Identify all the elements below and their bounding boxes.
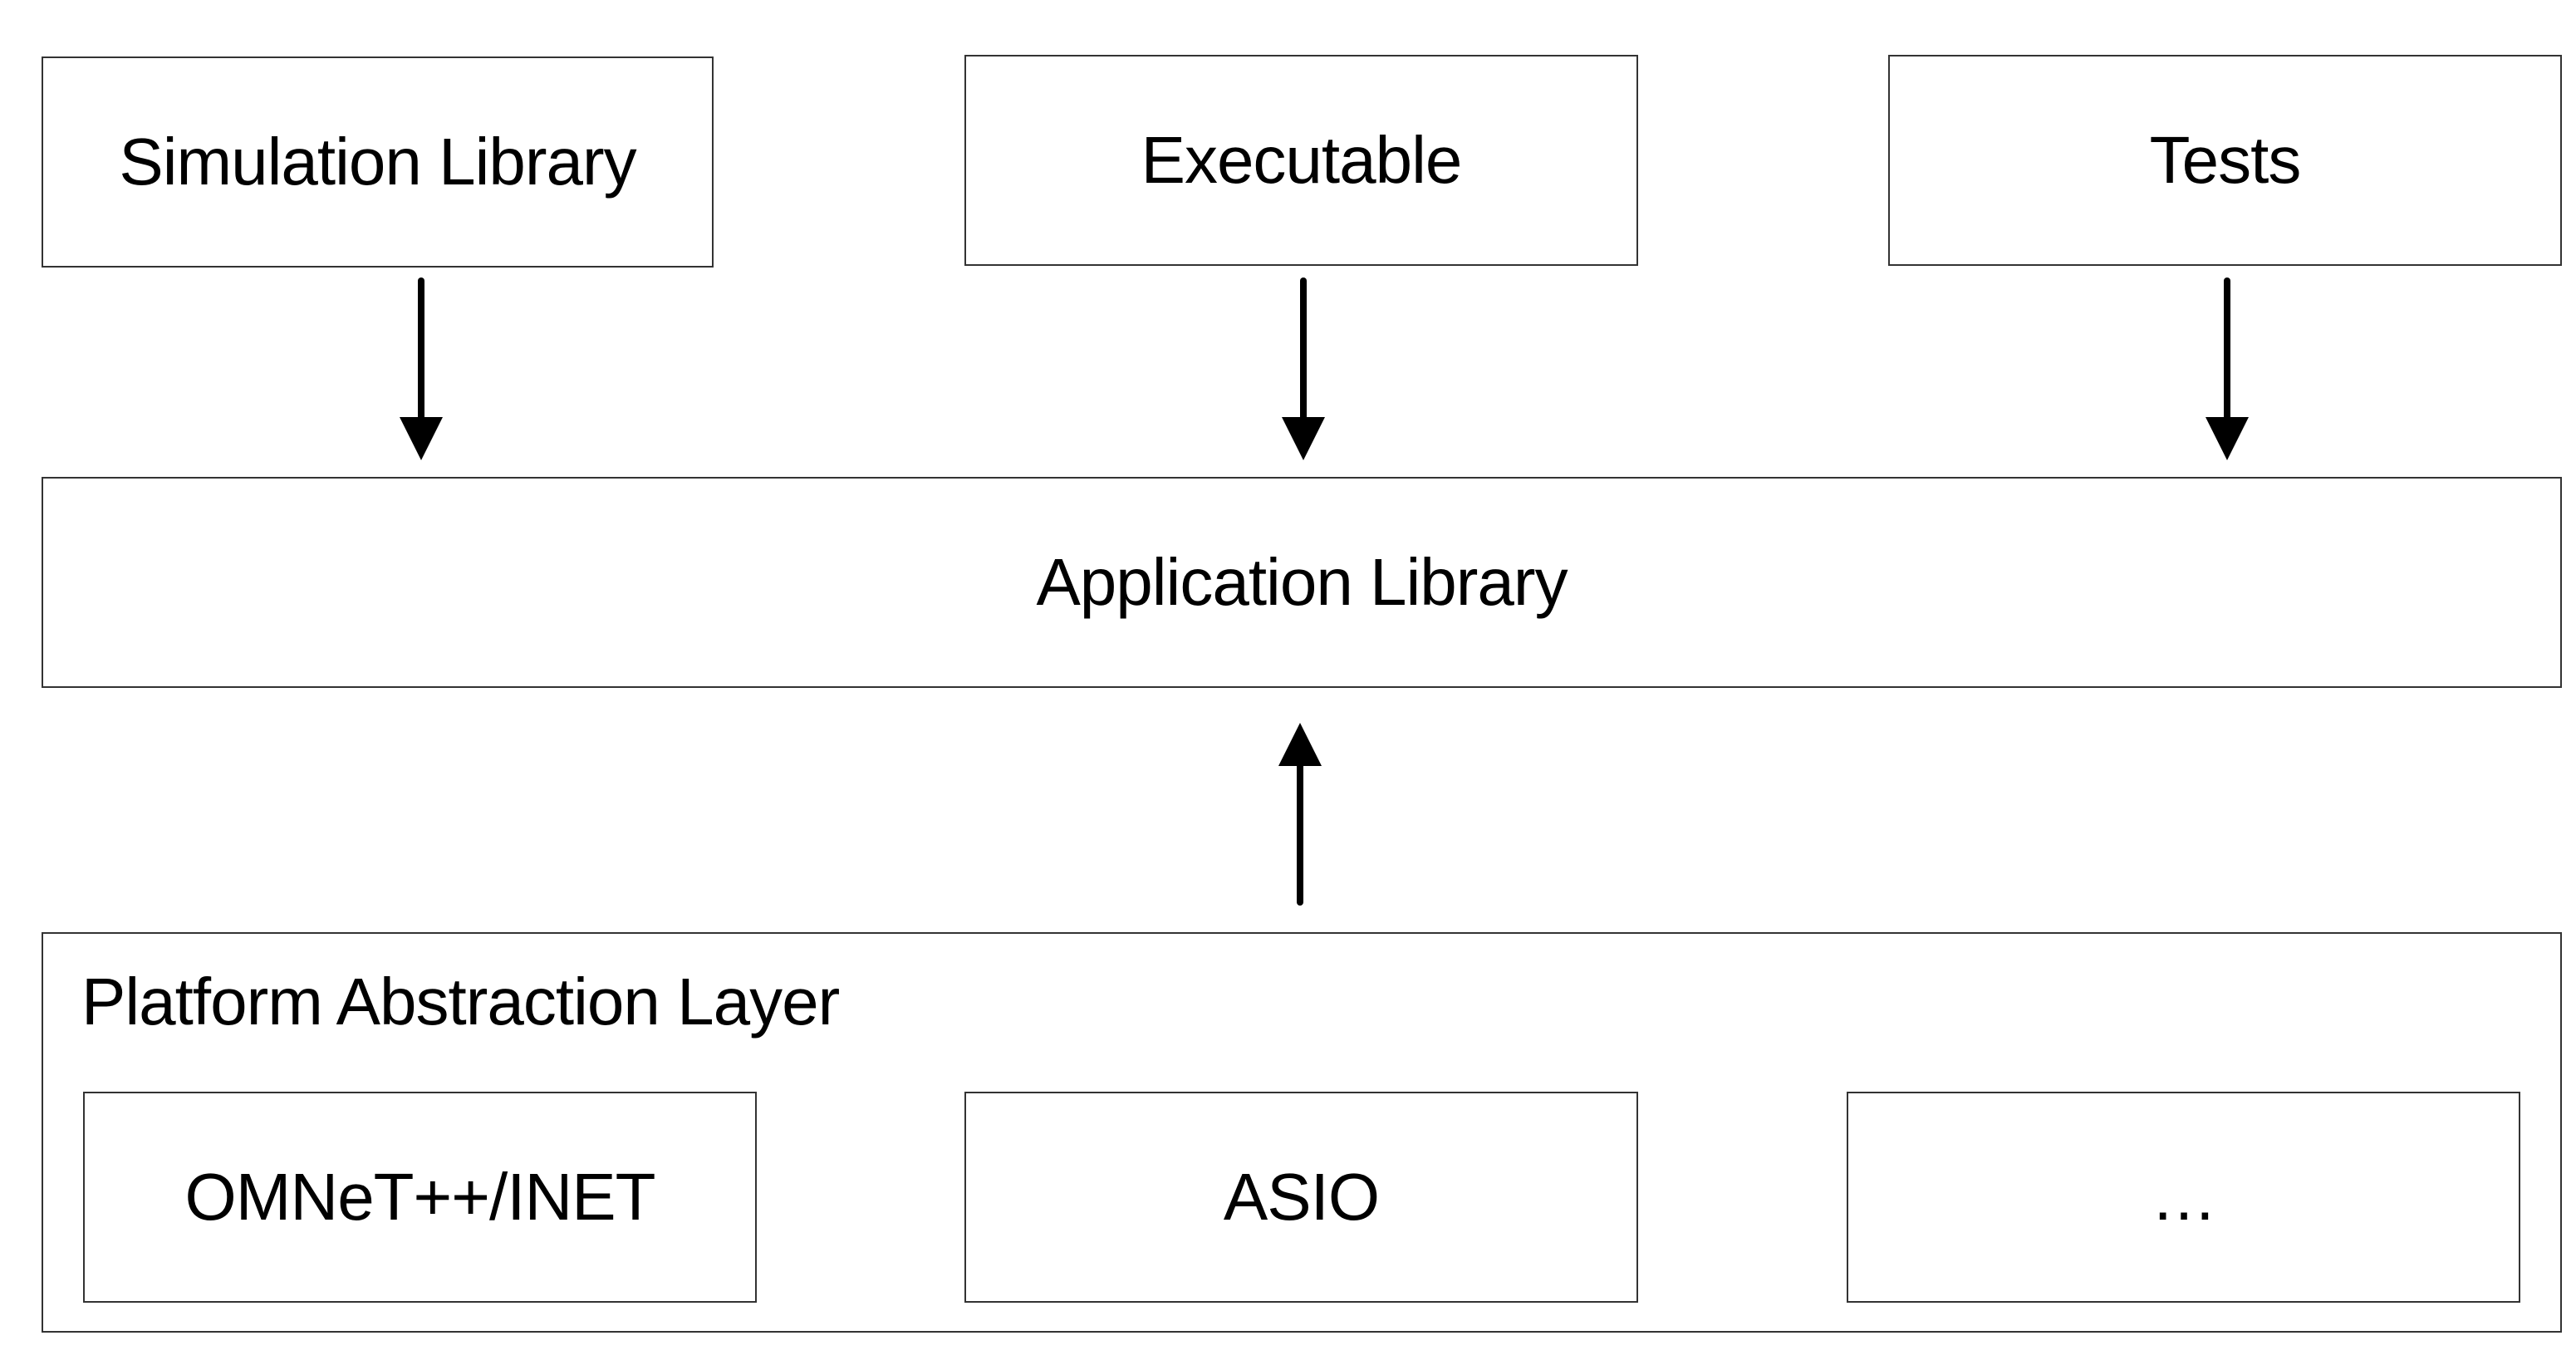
tests-box: Tests — [1888, 55, 2562, 266]
omnet-inet-box: OMNeT++/INET — [83, 1092, 757, 1303]
asio-label: ASIO — [1223, 1160, 1380, 1234]
arrow-executable-to-application — [1282, 277, 1325, 460]
executable-box: Executable — [964, 55, 1638, 266]
asio-box: ASIO — [964, 1092, 1638, 1303]
arrow-platform-to-application — [1278, 723, 1322, 906]
application-library-box: Application Library — [42, 477, 2562, 688]
executable-label: Executable — [1141, 123, 1463, 197]
tests-label: Tests — [2149, 123, 2302, 197]
omnet-inet-label: OMNeT++/INET — [184, 1160, 656, 1234]
simulation-library-box: Simulation Library — [42, 56, 714, 268]
more-platforms-box: … — [1847, 1092, 2520, 1303]
more-platforms-label: … — [2151, 1160, 2217, 1234]
arrow-tests-to-application — [2206, 277, 2249, 460]
simulation-library-label: Simulation Library — [119, 125, 636, 199]
application-library-label: Application Library — [1036, 545, 1568, 619]
arrow-simulation-to-application — [400, 277, 443, 460]
platform-abstraction-layer-title: Platform Abstraction Layer — [81, 965, 840, 1039]
